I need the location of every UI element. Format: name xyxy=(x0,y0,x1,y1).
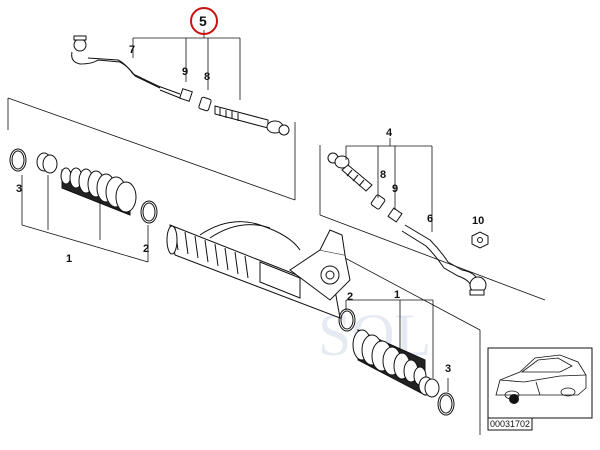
lock-nut-top xyxy=(179,88,193,102)
callout-1-right: 1 xyxy=(394,289,400,301)
bracket-1-right xyxy=(345,299,449,392)
highlight-circle xyxy=(190,7,218,35)
callout-6: 6 xyxy=(427,213,433,225)
lock-nut-right xyxy=(387,207,403,223)
clamp-ring-right xyxy=(338,308,356,332)
clamp-ring-left-2 xyxy=(140,200,158,224)
steering-rack xyxy=(166,221,351,319)
callout-8-top: 8 xyxy=(204,71,210,83)
clamp-ring-left xyxy=(9,148,27,172)
self-locking-nut xyxy=(471,231,489,249)
callout-2-right: 2 xyxy=(347,291,353,303)
callout-3-right: 3 xyxy=(445,363,451,375)
callout-9-right: 9 xyxy=(392,183,398,195)
bellows-left xyxy=(60,167,137,216)
bushing-left xyxy=(36,152,58,174)
inner-tie-rod-top xyxy=(214,105,290,136)
ring-top xyxy=(198,96,212,112)
bracket-5 xyxy=(132,30,241,100)
callout-8-right: 8 xyxy=(380,169,386,181)
bracket-1-left xyxy=(21,175,149,263)
diagram-id: 00031702 xyxy=(490,419,530,429)
bracket-4 xyxy=(345,138,433,232)
callout-5: 5 xyxy=(199,13,207,29)
bellows-right xyxy=(352,329,427,396)
callout-1-left: 1 xyxy=(66,253,72,265)
frame-lines xyxy=(7,97,546,435)
car-thumbnail: 00031702 xyxy=(487,347,593,431)
callout-4: 4 xyxy=(386,127,393,139)
callout-7-top: 7 xyxy=(129,44,135,56)
clamp-ring-right-2 xyxy=(437,392,455,416)
location-marker-icon xyxy=(509,394,519,404)
inner-tie-rod-right xyxy=(327,152,373,192)
callout-10: 10 xyxy=(472,215,484,227)
callout-9-top: 9 xyxy=(182,66,188,78)
tie-rod-top xyxy=(71,35,181,99)
ring-right xyxy=(370,194,386,210)
callout-2-left: 2 xyxy=(143,243,149,255)
bushing-right xyxy=(418,376,440,398)
callout-3-left: 3 xyxy=(16,183,22,195)
outer-tie-rod-right xyxy=(401,224,487,296)
